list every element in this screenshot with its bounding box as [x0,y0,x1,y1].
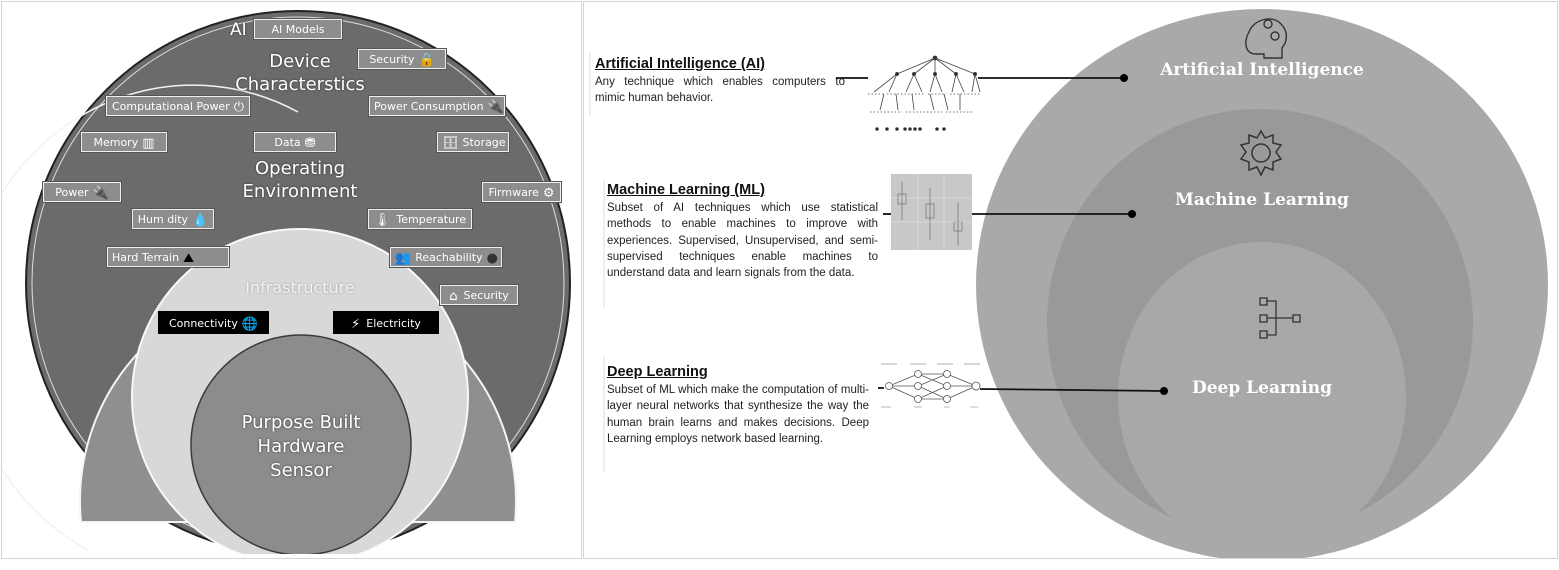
device-title-line-2: Characterstics [235,74,365,95]
dl-heading: Deep Learning [607,364,708,380]
tree-graph-icon [868,55,981,131]
ai-title: AI [230,20,247,40]
head-gears-icon [1245,18,1288,59]
label-humidity: Hum dity💧 [132,209,214,229]
thermometer-icon: 🌡 [373,212,391,228]
dl-body: Subset of ML which make the computation … [607,384,869,445]
label-memory: Memory▥ [81,132,167,152]
label-reachability: 👥Reachability● [390,247,502,267]
plug-icon: 🔌 [487,99,504,115]
box-plot-icon [891,174,972,250]
device-characteristics-title: Device Characterstics [200,50,400,96]
house-lock-icon: ⌂ [449,288,458,304]
label-power-consumption: Power Consumption🔌 [369,96,505,116]
plug-icon: 🔌 [92,185,109,201]
database-icon: ⛃ [304,135,316,151]
label-security-top: Security🔒 [358,49,446,69]
operating-environment-title: Operating Environment [200,157,400,203]
label-security-inner-text: Security [463,289,509,302]
sensor-line-3: Sensor [270,460,332,481]
label-security-top-text: Security [369,53,415,66]
label-security-inner: ⌂ Security [440,285,518,305]
operating-title-line-1: Operating [255,158,345,179]
power-chip-icon: ⏻ [233,99,245,115]
lock-document-icon: 🔒 [418,52,435,68]
label-temperature-text: Temperature [396,213,467,226]
label-connectivity-text: Connectivity [168,317,238,330]
ai-ml-dl-diagram [589,9,1548,558]
firmware-icon: ⚙ [542,185,555,201]
ml-description: Machine Learning (ML) Subset of AI techn… [607,182,878,281]
label-power-consumption-text: Power Consumption [374,100,484,113]
connectivity-globe-icon: 🌐 [241,316,259,332]
label-electricity-text: Electricity [366,317,421,330]
label-storage-text: Storage [462,136,506,149]
people-icon: 👥 [395,250,412,266]
sensor-line-1: Purpose Built [241,412,361,433]
label-storage: 🗄Storage [437,132,509,152]
label-ai-models: AI Models [254,19,342,39]
storage-icon: 🗄 [442,135,459,151]
label-memory-text: Memory [93,136,139,149]
infrastructure-title: Infrastructure [245,278,355,297]
label-connectivity: Connectivity🌐 [158,311,269,334]
lightning-icon: ⚡ [351,316,361,332]
ml-body: Subset of AI techniques which use statis… [607,202,878,280]
label-ai-models-text: AI Models [271,23,325,36]
label-hard-terrain-text: Hard Terrain [112,251,180,264]
label-firmware: Firmware⚙ [482,182,561,202]
neural-network-icon [881,363,981,408]
label-hard-terrain: Hard Terrain⛰ [107,247,229,267]
ml-circle-label: Machine Learning [1175,190,1349,210]
ai-description: Artificial Intelligence (AI) Any techniq… [595,56,845,107]
label-firmware-text: Firmware [488,186,539,199]
dl-circle [1118,242,1406,552]
operating-title-line-2: Environment [242,181,358,202]
label-data: Data⛃ [254,132,336,152]
memory-chip-icon: ▥ [142,135,155,151]
right-panel: Artificial Intelligence (AI) Any techniq… [583,1,1558,559]
ml-heading: Machine Learning (ML) [607,182,765,198]
label-humidity-text: Hum dity [137,213,189,226]
globe-icon: ● [486,250,498,266]
hierarchy-icon [1259,297,1301,339]
label-data-text: Data [274,136,301,149]
label-temperature: 🌡 Temperature [368,209,472,229]
ai-body: Any technique which enables computers to… [595,76,845,105]
mountain-icon: ⛰ [183,250,194,266]
gear-icon [1239,129,1283,177]
label-power: Power🔌 [43,182,121,202]
label-computational-power: Computational Power⏻ [106,96,250,116]
sensor-circle [190,334,412,554]
sensor-title: Purpose Built Hardware Sensor [201,411,401,483]
sensor-line-2: Hardware [257,436,345,457]
label-power-text: Power [55,186,89,199]
droplet-icon: 💧 [192,212,209,228]
dl-circle-label: Deep Learning [1192,378,1332,398]
label-reachability-text: Reachability [415,251,483,264]
ai-heading: Artificial Intelligence (AI) [595,56,765,72]
dl-description: Deep Learning Subset of ML which make th… [607,364,869,447]
ai-circle-label: Artificial Intelligence [1160,60,1364,80]
label-electricity: ⚡ Electricity [333,311,439,334]
device-title-line-1: Device [269,51,331,72]
label-computational-power-text: Computational Power [111,100,230,113]
left-panel: AI Device Characterstics Operating Envir… [1,1,582,559]
